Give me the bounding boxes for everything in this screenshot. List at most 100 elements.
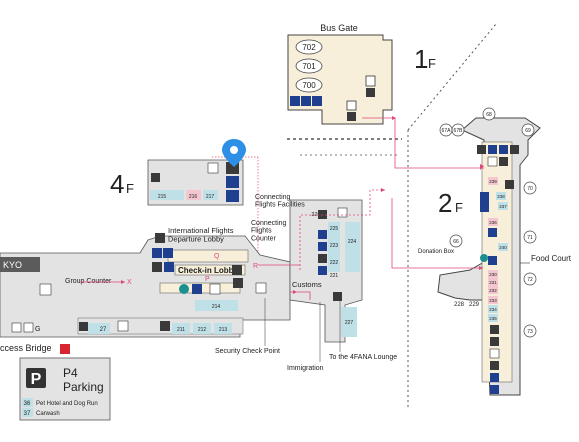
- gate-number: 69: [525, 128, 531, 134]
- gate-box[interactable]: [488, 305, 498, 313]
- gate-box[interactable]: [498, 202, 508, 210]
- escalator-icon: [318, 254, 327, 263]
- counter-x-label: X: [127, 279, 132, 286]
- toilet-icon: [318, 266, 327, 275]
- gate-number: 70: [527, 186, 533, 192]
- escalator-icon: [151, 173, 160, 182]
- checkin-counter-row[interactable]: [174, 264, 246, 276]
- gate-number: 235: [489, 316, 497, 321]
- gate-box[interactable]: [496, 192, 506, 200]
- gate-circle[interactable]: [295, 39, 323, 55]
- escalator-icon: [318, 210, 327, 219]
- floor-2-suffix: F: [455, 200, 463, 215]
- gate-box[interactable]: [88, 323, 110, 334]
- customs-label: Customs: [292, 280, 322, 289]
- floor-4-number: 4: [110, 169, 124, 199]
- restaurant-icon: [477, 145, 486, 154]
- shop-icon: [490, 337, 499, 346]
- toilet-icon: [488, 145, 497, 154]
- gate-number: 234: [489, 307, 497, 312]
- parking-label: Parking: [63, 380, 104, 394]
- gate-box[interactable]: [488, 218, 498, 226]
- location-pin-dot: [230, 146, 238, 154]
- route-arrow: [480, 164, 484, 170]
- gate-number: 214: [212, 304, 221, 310]
- gate-numbers-2f: 239 238 237 236 232 231 230 233 234 235 …: [454, 177, 508, 322]
- gate-number: 67A: [442, 128, 452, 134]
- route-arrow: [121, 280, 125, 284]
- escalator-icon: [160, 321, 170, 331]
- gate-box[interactable]: [150, 190, 184, 200]
- gate-box[interactable]: [488, 270, 498, 278]
- gate-circle[interactable]: [523, 181, 537, 195]
- gate-number: 221: [330, 273, 339, 279]
- access-bridge-label: ccess Bridge: [0, 343, 52, 353]
- elevator-icon: [337, 207, 348, 218]
- gate-circle[interactable]: [451, 123, 465, 137]
- gate-box[interactable]: [498, 243, 508, 251]
- shop-icon: [232, 265, 242, 275]
- gate-circle[interactable]: [523, 324, 537, 338]
- gate-number: 67B: [454, 128, 464, 134]
- gate-circle[interactable]: [449, 234, 463, 248]
- wheelchair-icon: [164, 262, 174, 272]
- gate-number: 216: [189, 194, 198, 200]
- smoking-icon: [490, 325, 499, 334]
- gate-box[interactable]: [186, 190, 201, 200]
- route-arrow: [381, 188, 385, 192]
- smoking-icon: [79, 322, 88, 331]
- gate-box[interactable]: [193, 323, 211, 334]
- elevator-icon: [11, 322, 22, 333]
- gate-number: 701: [302, 62, 316, 71]
- information-icon[interactable]: [179, 284, 189, 294]
- route-line: [362, 117, 484, 169]
- elevator-icon: [209, 283, 221, 295]
- group-counter-label: Group Counter: [65, 278, 112, 285]
- gate-box[interactable]: [488, 296, 498, 304]
- gate-circle[interactable]: [521, 123, 535, 137]
- facility-number-box: [22, 398, 33, 407]
- parking-code: P4: [63, 366, 78, 380]
- gate-box[interactable]: [328, 222, 340, 272]
- gate-box[interactable]: [341, 307, 357, 337]
- facility-label: Carwash: [36, 411, 60, 417]
- gate-box[interactable]: [345, 222, 360, 272]
- gate-box[interactable]: [195, 300, 238, 311]
- gate-box[interactable]: [488, 278, 498, 286]
- bus-gate-label: Bus Gate: [320, 23, 358, 33]
- route-line: [391, 198, 483, 269]
- toilet-icon: [488, 228, 497, 237]
- gate-box[interactable]: [214, 323, 232, 334]
- gate-box[interactable]: [488, 314, 498, 322]
- gate-circle[interactable]: [295, 77, 323, 93]
- route-arrow: [293, 290, 297, 294]
- gate-circle[interactable]: [523, 272, 537, 286]
- elevator-icon: [346, 100, 357, 111]
- toilet-icon: [163, 248, 173, 258]
- gate-box[interactable]: [488, 177, 498, 185]
- gate-circle[interactable]: [523, 230, 537, 244]
- fana-lounge-label: To the 4FANA Lounge: [329, 354, 397, 361]
- escalator-icon: [499, 157, 508, 166]
- connecting-facilities-text: Connecting: [255, 194, 291, 201]
- gate-circle[interactable]: [295, 58, 323, 74]
- route-line: [299, 189, 385, 270]
- floor-4-suffix: F: [126, 181, 134, 196]
- floor-1-number: 1: [414, 44, 428, 74]
- connecting-facilities-text-line: Flights Facilities: [255, 202, 305, 209]
- wheelchair-icon: [488, 256, 497, 265]
- immigration-label: Immigration: [287, 365, 324, 372]
- toilet-icon: [318, 230, 327, 239]
- escalator-icon: [155, 233, 165, 243]
- gate-box[interactable]: [172, 323, 190, 334]
- facility-number: 36: [24, 401, 31, 407]
- gate-number: 240: [499, 245, 507, 250]
- gate-circle[interactable]: [482, 107, 496, 121]
- gate-box[interactable]: [203, 190, 218, 200]
- gate-box[interactable]: [488, 286, 498, 294]
- facility-number-box: [22, 408, 33, 417]
- checkin-counter-q[interactable]: [167, 249, 249, 263]
- checkin-lobby-label: Check-in Lobby: [178, 266, 239, 275]
